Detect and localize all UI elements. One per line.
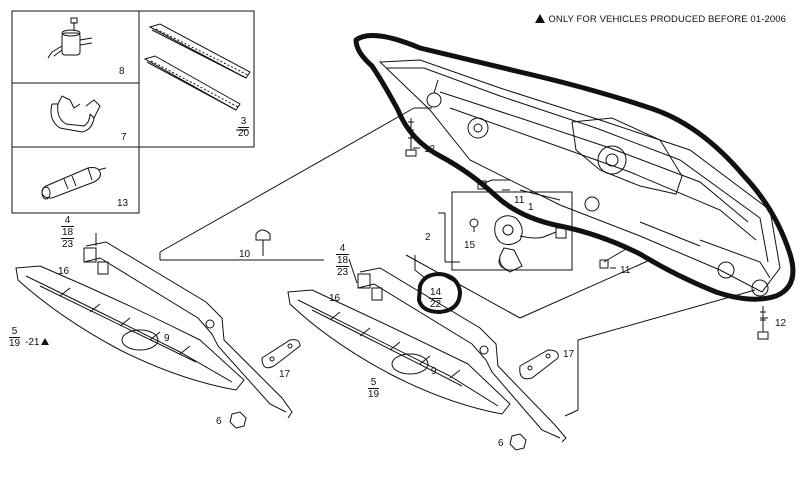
wiper-blade-left bbox=[15, 265, 245, 391]
notice-text: ONLY FOR VEHICLES PRODUCED BEFORE 01-200… bbox=[535, 14, 786, 25]
panel-part-7 bbox=[11, 82, 140, 148]
highlight-outline bbox=[353, 33, 796, 302]
callout-7: 7 bbox=[121, 132, 127, 143]
callout-10: 10 bbox=[239, 249, 251, 260]
panel-part-13 bbox=[11, 146, 140, 214]
wiper-arm-left bbox=[83, 241, 293, 419]
callout-11-top: 11 bbox=[514, 195, 525, 206]
adapter-pin-icon bbox=[41, 167, 107, 200]
bolt-12-top bbox=[405, 118, 417, 157]
callout-1: 1 bbox=[528, 202, 534, 213]
grommet-17-right bbox=[519, 349, 559, 380]
callout-12-top: 12 bbox=[424, 144, 436, 155]
wiper-arm-mid bbox=[357, 267, 567, 443]
wiper-clip-icon bbox=[50, 95, 101, 133]
callout-2: 2 bbox=[425, 232, 431, 243]
callout-9-mid: 9 bbox=[431, 366, 437, 377]
callout-16-mid: 16 bbox=[329, 293, 341, 304]
callout-6-left: 6 bbox=[216, 416, 222, 427]
callout-8: 8 bbox=[119, 66, 125, 77]
clip-10 bbox=[255, 229, 271, 256]
wiper-blade-mid bbox=[287, 289, 511, 415]
wiper-linkage-frame bbox=[378, 59, 781, 297]
callout-15: 15 bbox=[464, 240, 476, 251]
triangle-icon bbox=[535, 14, 546, 23]
nut-6-left bbox=[229, 411, 247, 429]
bolt-12-bottom bbox=[757, 306, 769, 340]
callout-6-right: 6 bbox=[498, 438, 504, 449]
detail-panels bbox=[11, 10, 255, 214]
nozzle-fitting-icon bbox=[47, 17, 93, 59]
callout-9-left: 9 bbox=[164, 333, 170, 344]
grommet-17-left bbox=[261, 339, 301, 369]
callout-circle bbox=[416, 271, 463, 315]
triangle-icon bbox=[41, 338, 50, 345]
blade-refill-icon bbox=[143, 23, 251, 111]
bolt-11-bottom bbox=[599, 247, 629, 269]
callout-13: 13 bbox=[117, 198, 129, 209]
panel-part-3-20 bbox=[138, 10, 255, 148]
callout-21: -21 bbox=[25, 337, 50, 348]
callout-12-bottom: 12 bbox=[775, 318, 787, 329]
leader-lines bbox=[95, 107, 768, 417]
callout-16-left: 16 bbox=[58, 266, 70, 277]
callout-17-right: 17 bbox=[563, 349, 575, 360]
motor-group bbox=[451, 191, 573, 273]
callout-17-left: 17 bbox=[279, 369, 291, 380]
callout-11-bottom: 11 bbox=[620, 265, 631, 276]
bolt-11-top bbox=[477, 179, 510, 190]
nut-6-right bbox=[509, 433, 527, 451]
